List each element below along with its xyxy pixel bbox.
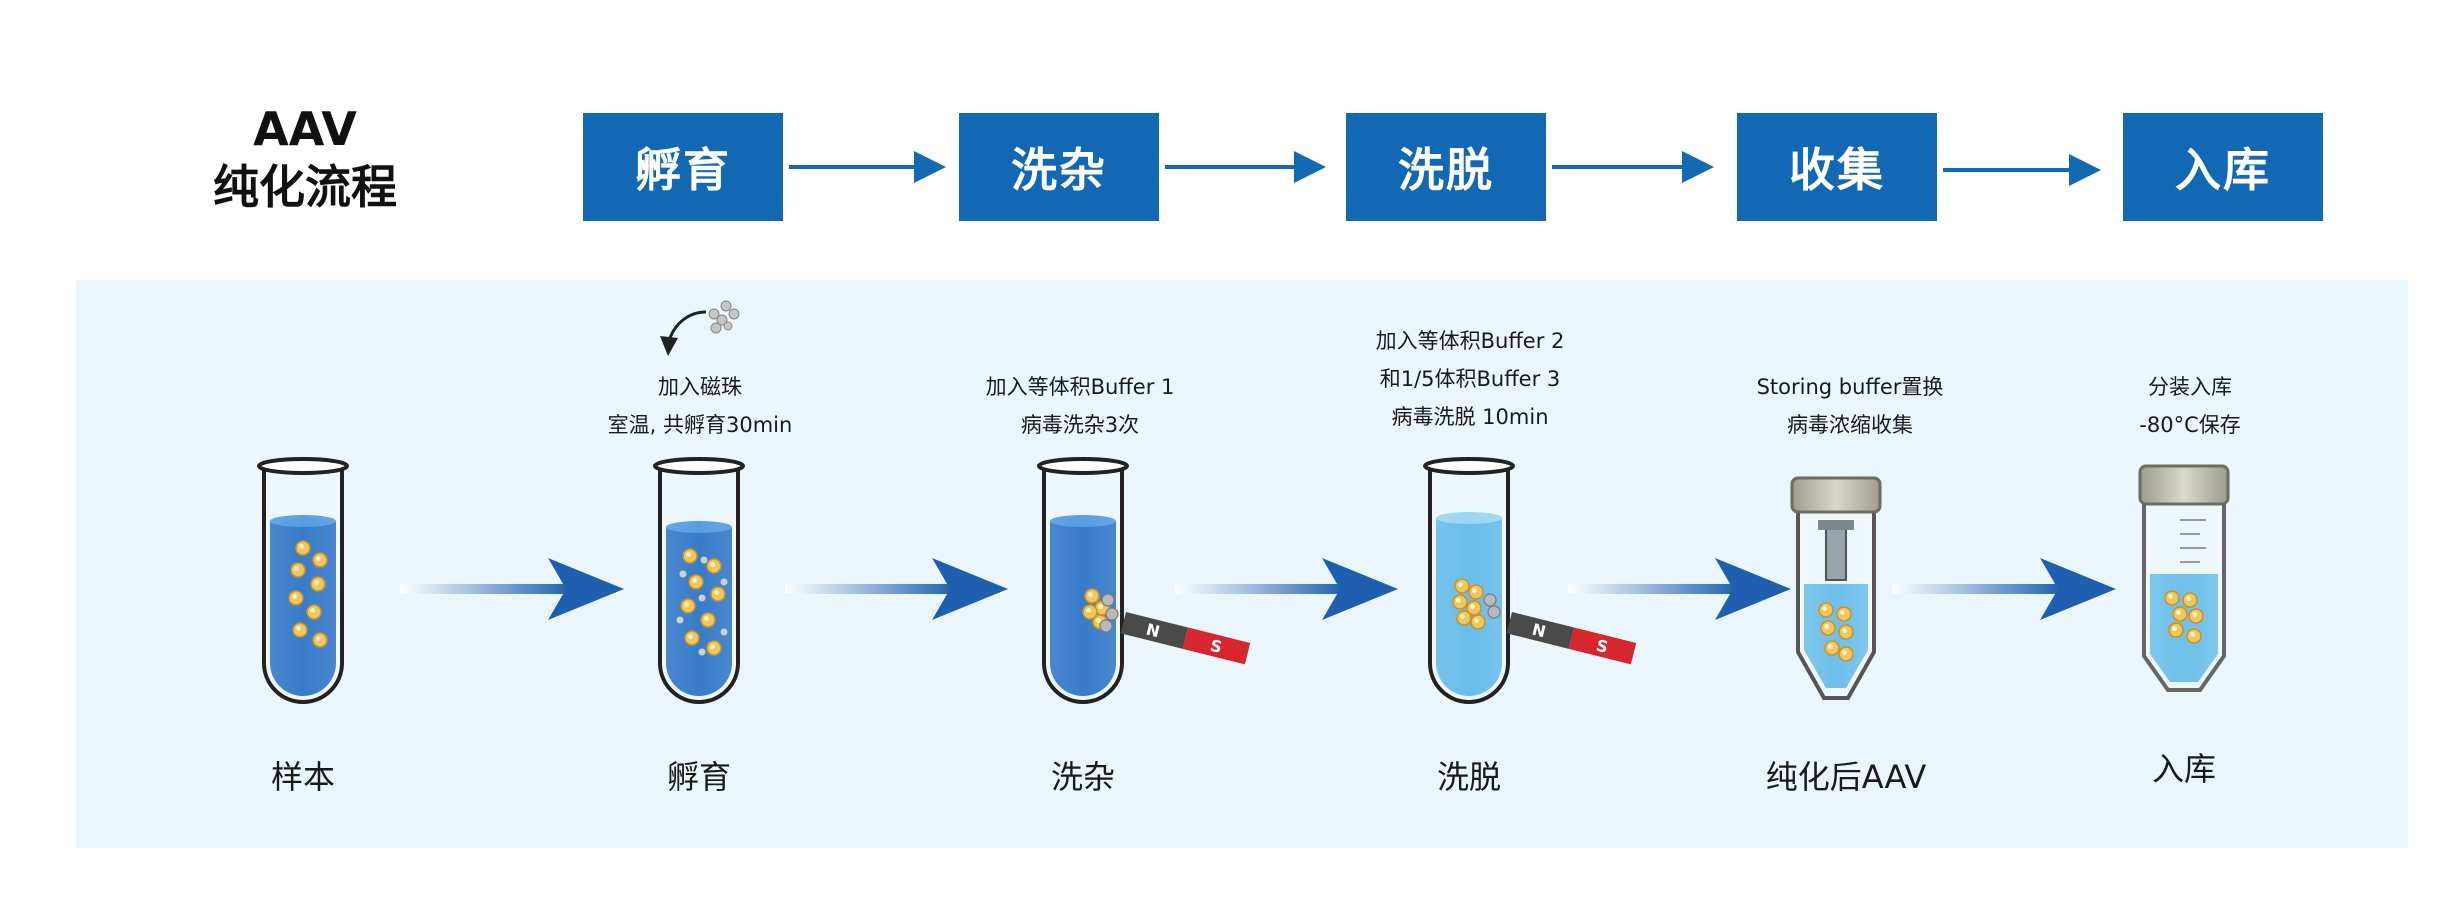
stage-label-sample: 样本 [270,758,335,796]
magnet-south-label: S [1594,636,1610,657]
tube-concentrator [1790,476,1882,700]
flow-step-wash: 洗杂 [959,113,1159,221]
stage-label-elution: 洗脱 [1436,758,1501,796]
stage-label-storage: 入库 [2151,750,2216,788]
tube-sample [257,457,349,704]
process-arrows [400,558,2116,620]
main-title: AAV 纯化流程 [190,100,420,216]
flow-step-storage: 入库 [2123,113,2323,221]
tube-elution [1423,457,1515,704]
process-panel [76,280,2408,848]
tube-storage [2138,464,2230,692]
flow-step-collect: 收集 [1737,113,1937,221]
magnet-north-label: N [1530,620,1548,642]
caption-incubation: 加入磁珠 室温, 共孵育30min [607,375,793,437]
process-arrow-2 [785,558,1008,620]
caption-wash: 加入等体积Buffer 1 病毒洗杂3次 [985,375,1175,437]
flow-step-incubation: 孵育 [583,113,783,221]
process-arrow-5 [1892,558,2116,620]
tube-wash [1037,457,1129,704]
tube-incubation [653,457,745,704]
caption-purified: Storing buffer置换 病毒浓缩收集 [1756,375,1944,437]
process-arrow-1 [400,558,624,620]
stage-label-wash: 洗杂 [1050,758,1115,796]
stage-label-incubation: 孵育 [666,758,731,796]
caption-elution: 加入等体积Buffer 2 和1/5体积Buffer 3 病毒洗脱 10min [1375,329,1565,429]
process-arrow-4 [1568,558,1791,620]
caption-storage: 分装入库 -80°C保存 [2139,375,2241,437]
magnet-north-label: N [1144,620,1162,642]
magnet-wash: N S [1120,612,1251,665]
title-line-2: 纯化流程 [213,160,397,214]
stage-label-purified: 纯化后AAV [1765,758,1927,796]
flow-arrows [789,151,2101,186]
magnet-south-label: S [1208,636,1224,657]
flow-step-elution: 洗脱 [1346,113,1546,221]
title-line-1: AAV [253,102,357,156]
magnet-elution: N S [1506,612,1637,665]
process-arrow-3 [1175,558,1398,620]
add-beads-icon [660,300,740,356]
